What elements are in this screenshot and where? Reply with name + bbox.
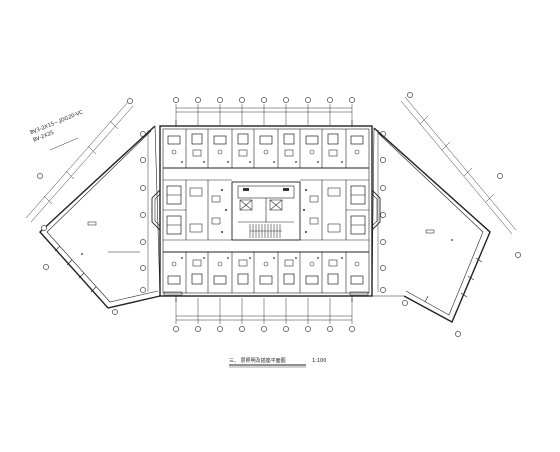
top-grid-bubbles	[173, 97, 355, 103]
bottom-grid-bubbles	[173, 326, 355, 332]
wire-note-leader	[49, 137, 79, 151]
middle-band-fixtures	[166, 185, 366, 235]
right-wing	[371, 127, 491, 323]
bottom-dimension-line	[175, 298, 353, 324]
right-grid-bubbles	[377, 130, 386, 293]
upper-room-fixtures	[167, 133, 364, 163]
left-grid-bubbles	[140, 130, 149, 293]
exterior-marks	[163, 120, 369, 302]
stair-treads	[249, 224, 282, 238]
wire-note-line1: BV3-2X15~.JDG20-VC	[29, 109, 84, 136]
top-dimension-line	[175, 104, 353, 125]
right-wing-dimension	[400, 92, 521, 337]
caption-title: 三、 层照明及插座平面图	[229, 357, 286, 364]
lower-room-fixtures	[167, 257, 364, 285]
left-wing	[39, 125, 161, 309]
central-core	[159, 125, 373, 297]
left-wing-dimension	[25, 98, 134, 315]
bay-windows	[151, 189, 381, 231]
service-core	[231, 181, 301, 241]
drawing-caption: 三、 层照明及插座平面图 1:100	[229, 357, 326, 368]
wire-note: BV3-2X15~.JDG20-VC BV-2X25	[29, 109, 84, 143]
caption-scale: 1:100	[312, 358, 326, 364]
